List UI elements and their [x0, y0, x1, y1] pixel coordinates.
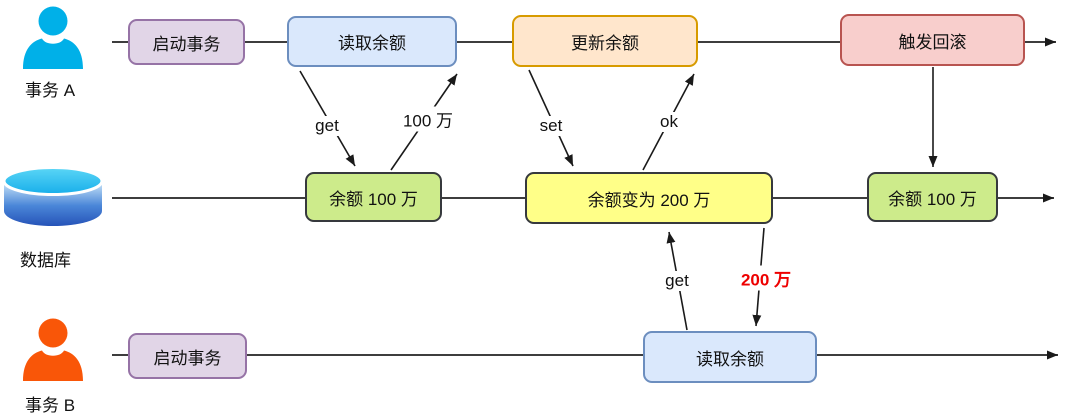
person-icon [23, 318, 83, 381]
edge-label-b-get: get [663, 271, 691, 291]
edge-label-b-result-200-dirty-read: 200 万 [738, 265, 794, 291]
actor-label-database: 数据库 [20, 251, 71, 270]
edge-label-a-ok: ok [658, 112, 680, 132]
edge-label-a-set: set [537, 116, 565, 136]
node-b-read-balance: 读取余额 [643, 331, 817, 383]
person-icon [23, 6, 83, 69]
edge-label-a-result-100: 100 万 [400, 106, 456, 132]
node-db-balance-100: 余额 100 万 [305, 172, 442, 222]
database-icon [2, 166, 104, 226]
edge-label-a-get: get [313, 116, 341, 136]
node-a-update-balance: 更新余额 [512, 15, 698, 67]
node-db-balance-100-after-rollback: 余额 100 万 [867, 172, 998, 222]
node-b-start-transaction: 启动事务 [128, 333, 247, 379]
node-a-read-balance: 读取余额 [287, 16, 457, 67]
node-a-trigger-rollback: 触发回滚 [840, 14, 1025, 66]
node-a-start-transaction: 启动事务 [128, 19, 245, 65]
node-db-balance-becomes-200: 余额变为 200 万 [525, 172, 773, 224]
actor-label-transaction-b: 事务 B [25, 396, 76, 415]
actor-label-transaction-a: 事务 A [25, 81, 76, 100]
